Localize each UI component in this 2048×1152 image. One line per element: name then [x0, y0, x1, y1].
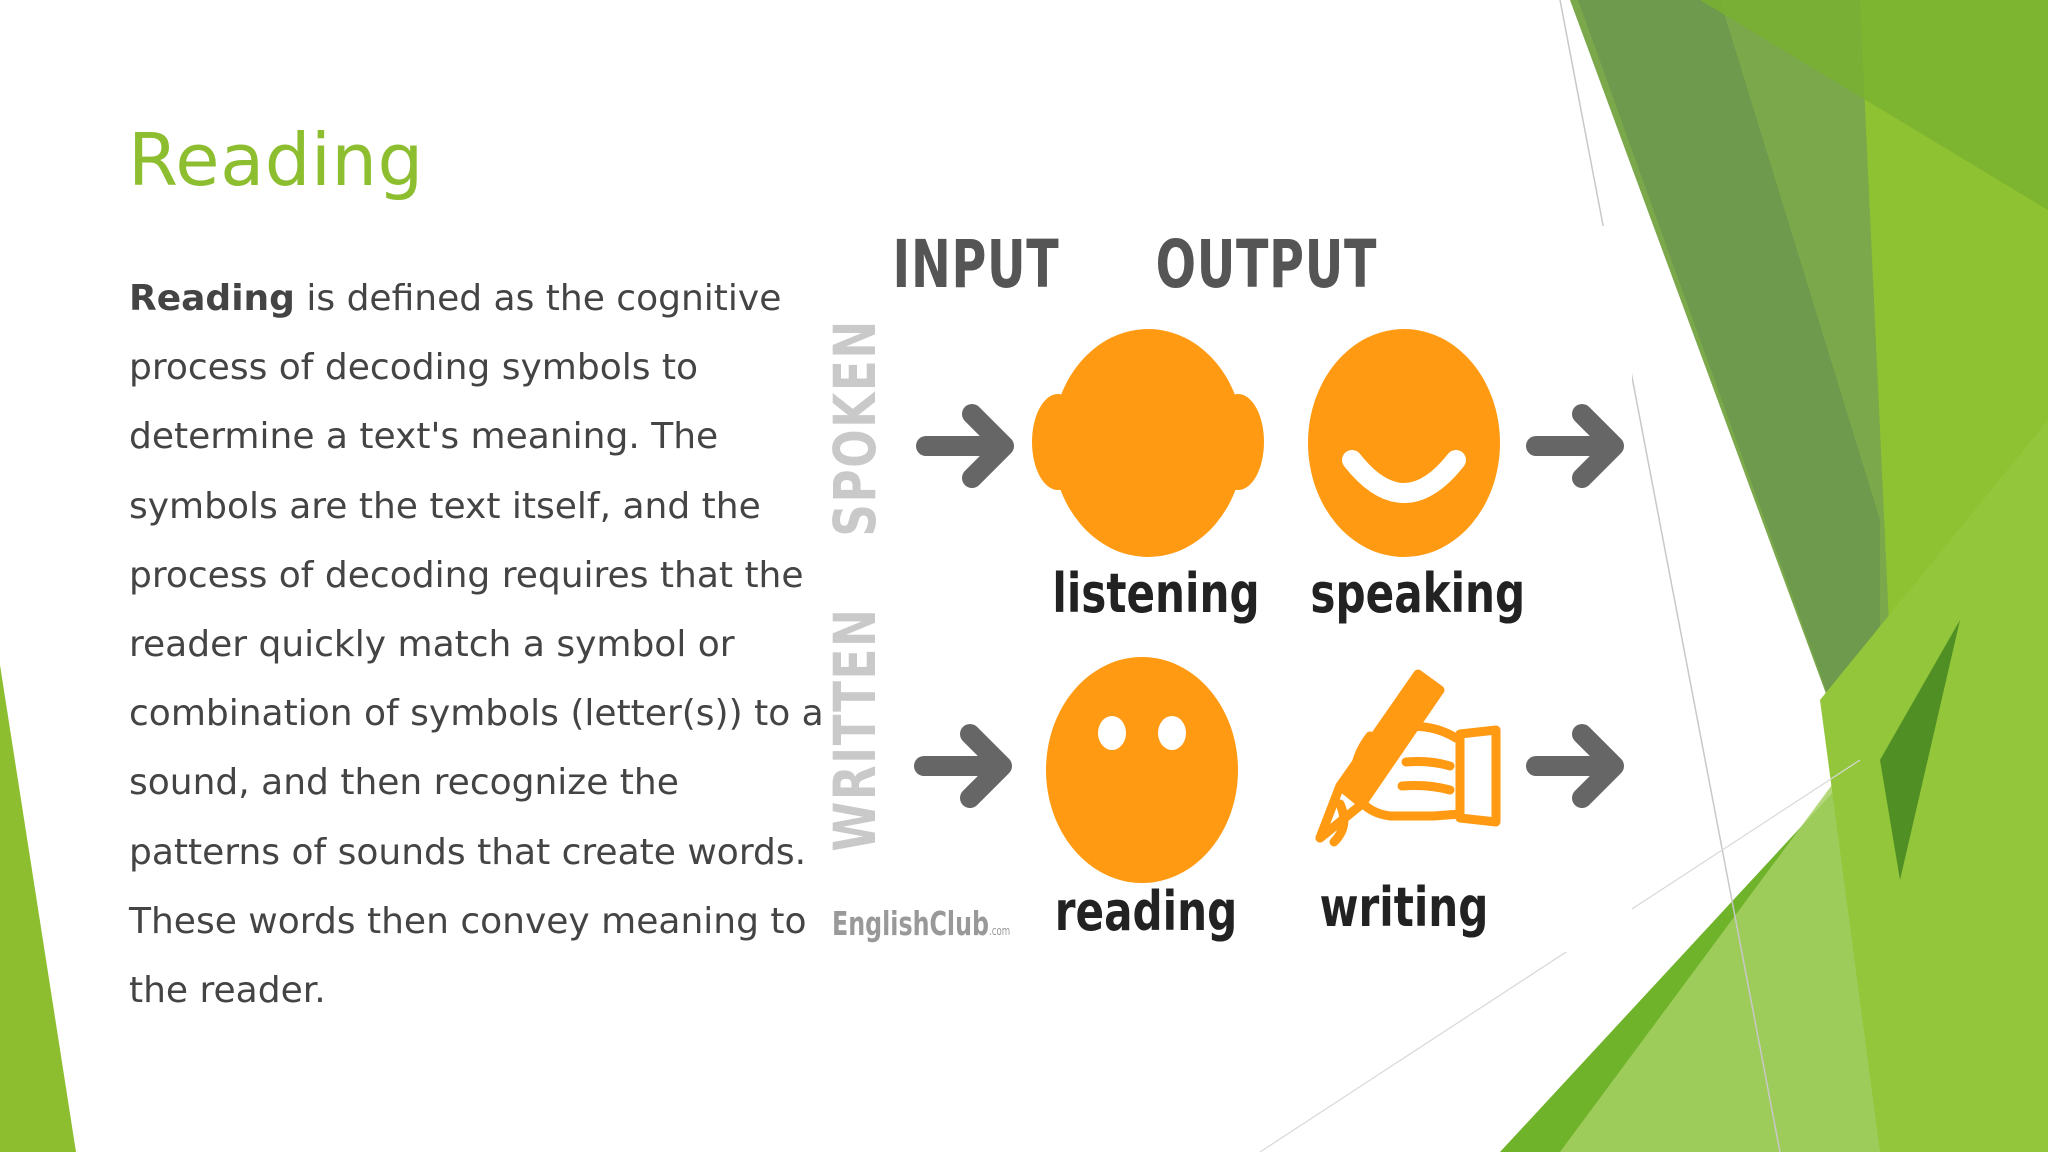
- definition-paragraph: Reading is defined as the cognitive proc…: [129, 264, 829, 1025]
- slide-title: Reading: [128, 118, 424, 202]
- eyes-face-icon: [1046, 657, 1238, 883]
- output-heading: OUTPUT: [1155, 226, 1378, 303]
- arrow-right-icon: [1526, 404, 1624, 488]
- listening-label: listening: [1052, 562, 1260, 625]
- englishclub-credit: EnglishClub.com: [832, 904, 1010, 943]
- definition-text: is defined as the cognitive process of d…: [129, 278, 824, 1012]
- right-edge-decoration: [1259, 0, 2048, 1152]
- writing-hand-icon: [1315, 669, 1501, 847]
- speaking-label: speaking: [1310, 562, 1526, 625]
- writing-label: writing: [1319, 876, 1489, 939]
- left-edge-decoration: [0, 665, 76, 1152]
- arrow-right-icon: [916, 404, 1014, 488]
- diagram-background: [832, 226, 1632, 952]
- input-heading: INPUT: [892, 226, 1060, 303]
- reading-label: reading: [1054, 880, 1238, 943]
- spoken-row-label: SPOKEN: [821, 319, 889, 537]
- credit-name: EnglishClub: [832, 904, 990, 943]
- credit-suffix: .com: [989, 924, 1011, 938]
- arrow-right-icon: [914, 724, 1012, 808]
- input-output-diagram: INPUT OUTPUT SPOKEN WRITTEN: [821, 226, 1632, 952]
- written-row-label: WRITTEN: [821, 607, 889, 852]
- ear-head-icon: [1032, 329, 1264, 557]
- arrow-right-icon: [1526, 724, 1624, 808]
- smiling-mouth-icon: [1308, 329, 1500, 557]
- definition-term: Reading: [129, 278, 295, 319]
